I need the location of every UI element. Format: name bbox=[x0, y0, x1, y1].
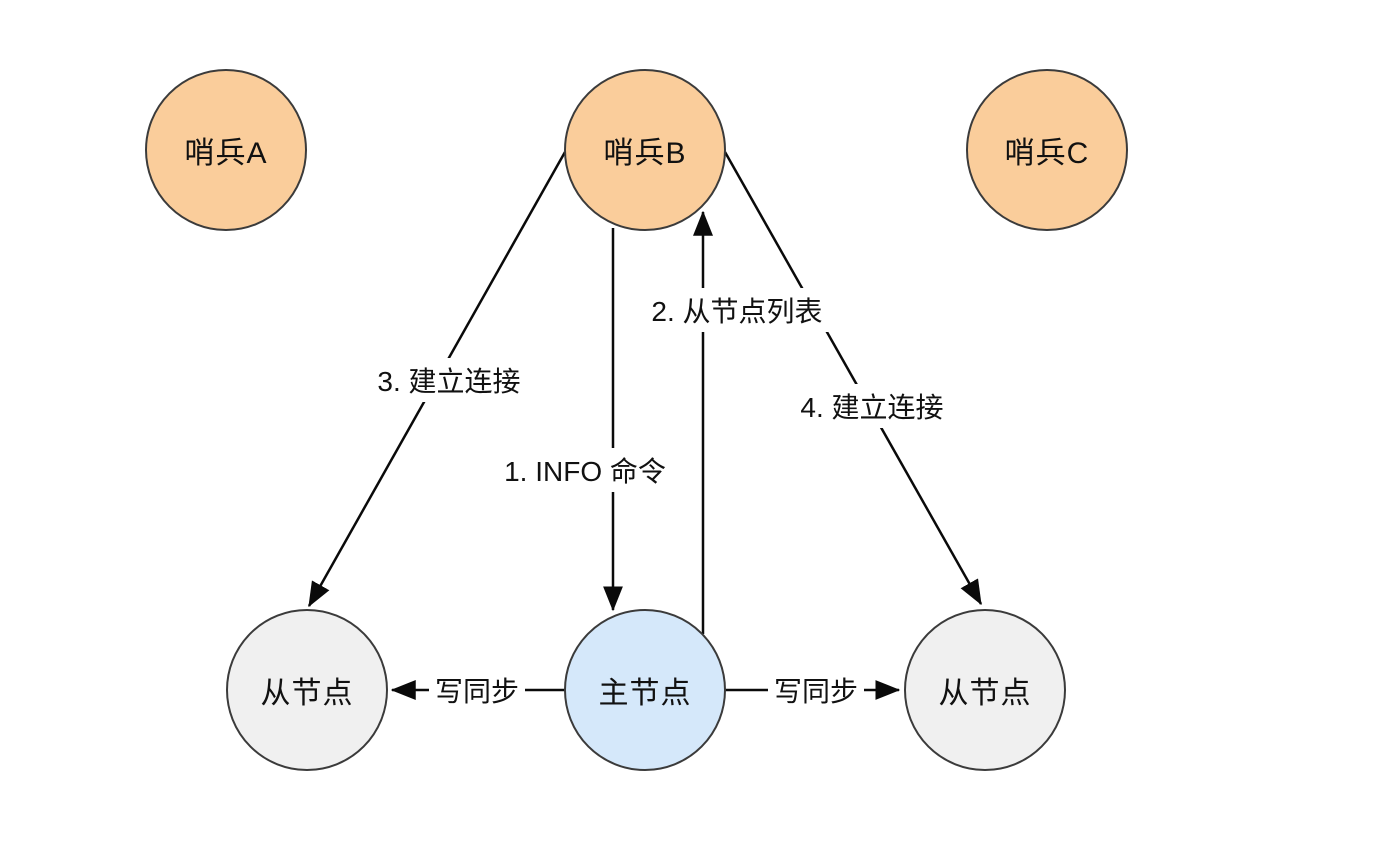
edge-connect-right-arrow bbox=[723, 151, 983, 606]
sentinel-a-node bbox=[145, 69, 307, 231]
sentinel-a-label: 哨兵A bbox=[184, 137, 268, 170]
slave-right-node bbox=[904, 609, 1066, 771]
sentinel-c-label: 哨兵C bbox=[1004, 137, 1090, 170]
slave-right-label: 从节点 bbox=[938, 677, 1032, 710]
edge-label-write-sync-right: 写同步 bbox=[767, 668, 865, 712]
edge-label-write-sync-left: 写同步 bbox=[428, 668, 526, 712]
sentinel-b-label: 哨兵B bbox=[603, 137, 687, 170]
edge-label-connect-left: 3. 建立连接 bbox=[371, 358, 527, 402]
edge-label-info-command: 1. INFO 命令 bbox=[498, 448, 672, 492]
slave-left-node bbox=[226, 609, 388, 771]
edge-label-connect-right: 4. 建立连接 bbox=[794, 384, 950, 428]
sentinel-b-node bbox=[564, 69, 726, 231]
master-node bbox=[564, 609, 726, 771]
slave-left-label: 从节点 bbox=[260, 677, 354, 710]
sentinel-c-node bbox=[966, 69, 1128, 231]
master-label: 主节点 bbox=[598, 677, 692, 710]
edge-label-slave-list: 2. 从节点列表 bbox=[645, 288, 829, 332]
